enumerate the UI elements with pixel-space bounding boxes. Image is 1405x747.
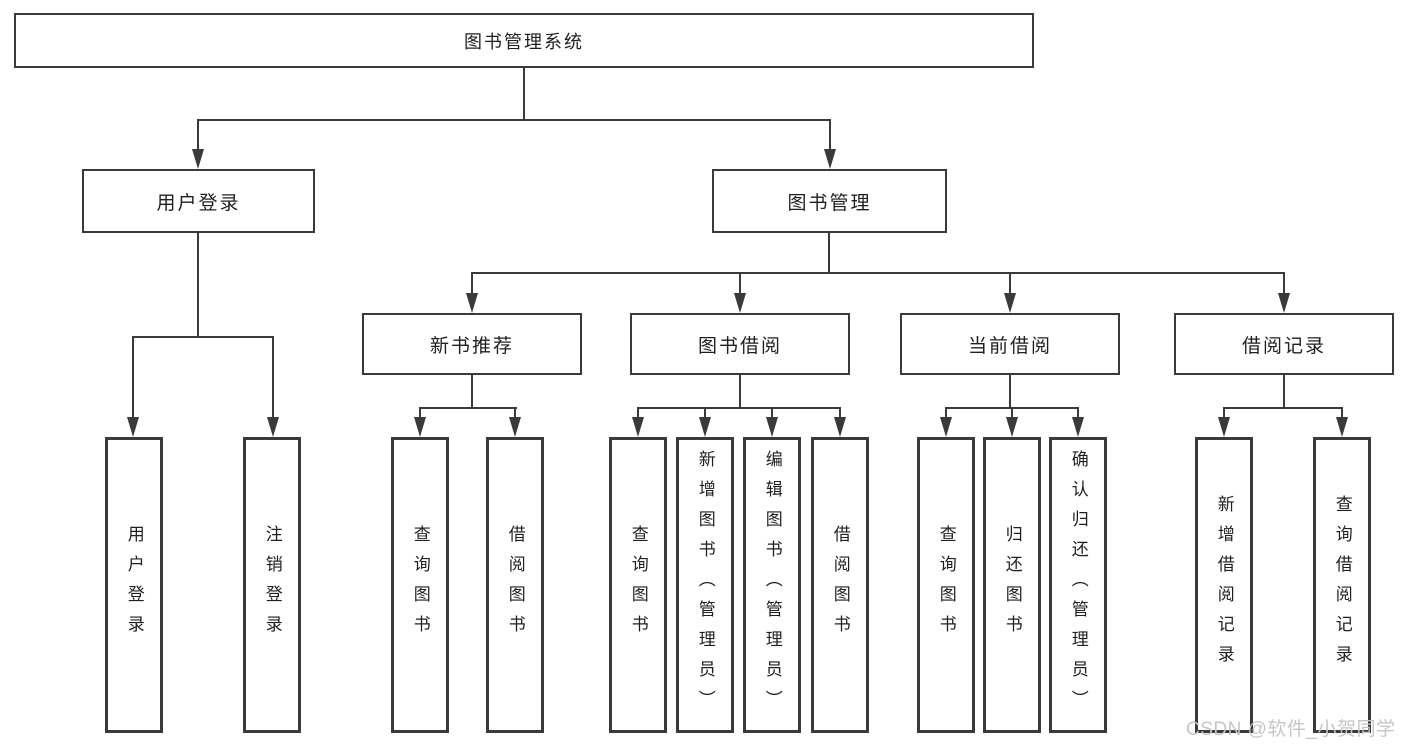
node-label: 图书管理系统 xyxy=(464,31,584,52)
connector-line xyxy=(637,407,841,409)
node-book-management: 图书管理 xyxy=(712,169,947,233)
arrow-down-icon xyxy=(192,149,204,169)
connector-line xyxy=(523,68,525,119)
arrow-down-icon xyxy=(466,293,478,313)
node-borrowing-records: 借阅记录 xyxy=(1174,313,1394,375)
connector-line xyxy=(272,336,274,419)
connector-line xyxy=(945,407,947,419)
leaf-current-query-book: 查询图书 xyxy=(917,437,975,733)
node-label: 借阅图书 xyxy=(830,525,850,645)
arrow-down-icon xyxy=(632,417,644,437)
leaf-borrowing-borrow-book: 借阅图书 xyxy=(811,437,869,733)
connector-line xyxy=(1009,272,1011,295)
leaf-query-borrow-record: 查询借阅记录 xyxy=(1313,437,1371,733)
node-user-login: 用户登录 xyxy=(82,169,315,233)
node-label: 新书推荐 xyxy=(429,335,514,357)
connector-line xyxy=(471,272,1285,274)
connector-line xyxy=(419,407,517,409)
node-label: 借阅记录 xyxy=(1241,335,1326,357)
node-label: 注销登录 xyxy=(262,525,282,645)
leaf-add-borrow-record: 新增借阅记录 xyxy=(1195,437,1253,733)
node-new-book-recommend: 新书推荐 xyxy=(362,313,582,375)
connector-line xyxy=(197,119,199,152)
arrow-down-icon xyxy=(127,417,139,437)
connector-line xyxy=(197,233,199,336)
arrow-down-icon xyxy=(834,417,846,437)
node-label: 图书管理 xyxy=(787,192,872,214)
node-label: 查询图书 xyxy=(410,525,430,645)
node-label: 查询图书 xyxy=(936,525,956,645)
connector-line xyxy=(1341,407,1343,419)
arrow-down-icon xyxy=(1006,417,1018,437)
node-label: 新增借阅记录 xyxy=(1214,495,1234,675)
connector-line xyxy=(132,336,274,338)
leaf-recommend-query-book: 查询图书 xyxy=(391,437,449,733)
leaf-return-book: 归还图书 xyxy=(983,437,1041,733)
node-library-system-root: 图书管理系统 xyxy=(14,13,1034,68)
leaf-recommend-borrow-book: 借阅图书 xyxy=(486,437,544,733)
connector-line xyxy=(704,407,706,419)
node-label: 新增图书（管理员） xyxy=(695,450,715,720)
connector-line xyxy=(1283,375,1285,407)
node-label: 查询图书 xyxy=(628,525,648,645)
arrow-down-icon xyxy=(1004,293,1016,313)
connector-line xyxy=(1077,407,1079,419)
connector-line xyxy=(132,336,134,419)
arrow-down-icon xyxy=(699,417,711,437)
node-label: 用户登录 xyxy=(156,192,241,214)
connector-line xyxy=(1011,407,1013,419)
leaf-borrowing-query-book: 查询图书 xyxy=(609,437,667,733)
csdn-watermark: CSDN @软件_小贺同学 xyxy=(1186,719,1396,740)
node-label: 用户登录 xyxy=(124,525,144,645)
node-label: 查询借阅记录 xyxy=(1332,495,1352,675)
connector-line xyxy=(471,272,473,295)
node-label: 确认归还（管理员） xyxy=(1068,450,1088,720)
connector-line xyxy=(829,119,831,152)
arrow-down-icon xyxy=(267,417,279,437)
connector-line xyxy=(1223,407,1225,419)
connector-line xyxy=(739,375,741,407)
arrow-down-icon xyxy=(1278,293,1290,313)
node-label: 借阅图书 xyxy=(505,525,525,645)
arrow-down-icon xyxy=(1072,417,1084,437)
leaf-confirm-return-admin: 确认归还（管理员） xyxy=(1049,437,1107,733)
leaf-add-book-admin: 新增图书（管理员） xyxy=(676,437,734,733)
node-current-borrowing: 当前借阅 xyxy=(900,313,1120,375)
leaf-user-login: 用户登录 xyxy=(105,437,163,733)
arrow-down-icon xyxy=(1218,417,1230,437)
node-label: 编辑图书（管理员） xyxy=(762,450,782,720)
connector-line xyxy=(1223,407,1343,409)
node-label: 图书借阅 xyxy=(697,335,782,357)
connector-line xyxy=(828,233,830,272)
connector-line xyxy=(471,375,473,407)
connector-line xyxy=(1283,272,1285,295)
connector-line xyxy=(197,119,831,121)
connector-line xyxy=(514,407,516,419)
arrow-down-icon xyxy=(734,293,746,313)
connector-line xyxy=(739,272,741,295)
leaf-edit-book-admin: 编辑图书（管理员） xyxy=(743,437,801,733)
node-book-borrowing: 图书借阅 xyxy=(630,313,850,375)
connector-line xyxy=(637,407,639,419)
arrow-down-icon xyxy=(766,417,778,437)
node-label: 当前借阅 xyxy=(967,335,1052,357)
arrow-down-icon xyxy=(824,149,836,169)
arrow-down-icon xyxy=(1336,417,1348,437)
arrow-down-icon xyxy=(414,417,426,437)
arrow-down-icon xyxy=(509,417,521,437)
connector-line xyxy=(839,407,841,419)
leaf-logout: 注销登录 xyxy=(243,437,301,733)
arrow-down-icon xyxy=(940,417,952,437)
connector-line xyxy=(1009,375,1011,407)
connector-line xyxy=(771,407,773,419)
connector-line xyxy=(419,407,421,419)
node-label: 归还图书 xyxy=(1002,525,1022,645)
